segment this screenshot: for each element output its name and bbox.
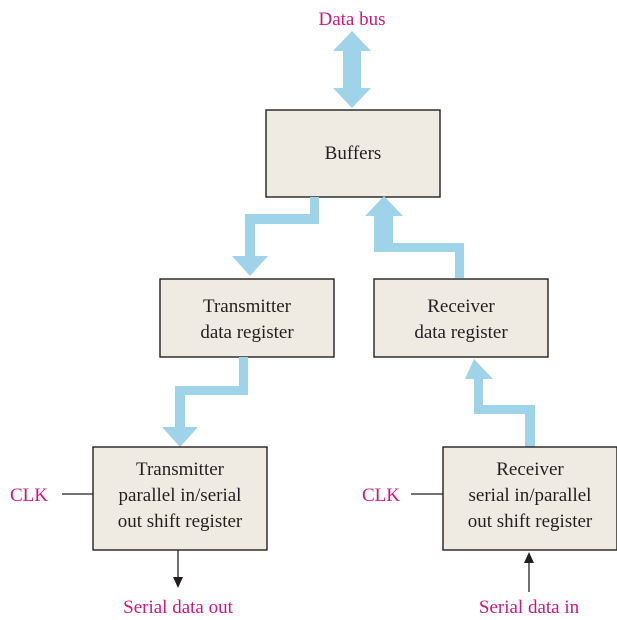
receiver-shift-register-label-line3: out shift register xyxy=(468,511,593,532)
data-bus-label: Data bus xyxy=(318,9,385,30)
buffers-block xyxy=(265,109,441,198)
clk-right-label: CLK xyxy=(362,485,400,506)
transmitter-data-register-label-line1: Transmitter xyxy=(203,296,292,317)
buffers-to-tx-register-arrow xyxy=(232,197,319,276)
tx-register-to-shift-register-arrow xyxy=(162,357,248,447)
serial-out-arrowhead xyxy=(173,577,183,588)
serial-data-out-label: Serial data out xyxy=(123,597,233,618)
serial-in-arrowhead xyxy=(524,552,534,563)
receiver-data-register-label-line1: Receiver xyxy=(427,296,495,317)
buffers-label: Buffers xyxy=(325,143,382,164)
transmitter-shift-register-label-line1: Transmitter xyxy=(136,459,225,480)
receiver-data-register-label-line2: data register xyxy=(414,322,508,343)
data-bus-arrow xyxy=(333,31,371,108)
transmitter-data-register-block xyxy=(159,278,335,358)
receiver-shift-register-label-line1: Receiver xyxy=(496,459,564,480)
transmitter-shift-register-label-line3: out shift register xyxy=(118,511,243,532)
transmitter-shift-register-block xyxy=(92,446,268,551)
receiver-data-register-block xyxy=(373,278,549,358)
serial-data-in-label: Serial data in xyxy=(479,597,580,618)
rx-register-to-buffers-arrow xyxy=(365,196,464,278)
clk-left-label: CLK xyxy=(10,485,48,506)
receiver-shift-register-label-line2: serial in/parallel xyxy=(469,485,592,506)
transmitter-shift-register-label-line2: parallel in/serial xyxy=(119,485,242,506)
receiver-shift-register-block xyxy=(442,446,617,551)
transmitter-data-register-label-line2: data register xyxy=(200,322,294,343)
rx-shift-register-to-rx-register-arrow xyxy=(465,359,535,447)
